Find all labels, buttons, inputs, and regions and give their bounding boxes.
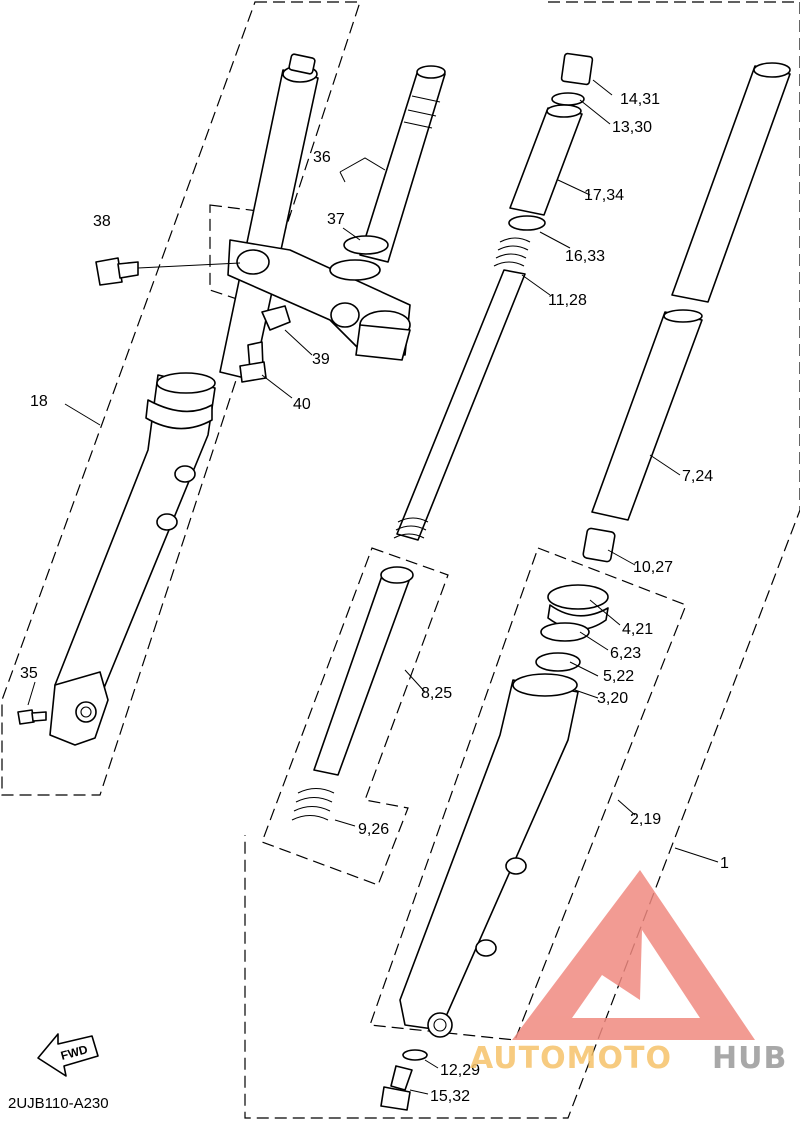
- fwd-label: FWD: [59, 1042, 89, 1063]
- automotohub-watermark: AUTOMOTO HUB: [470, 870, 787, 1076]
- callout-16-33: 16,33: [565, 248, 605, 265]
- callout-39: 39: [312, 351, 330, 368]
- callout-7-24: 7,24: [682, 468, 713, 485]
- left-inner-tube: [219, 69, 319, 381]
- callout-15-32: 15,32: [430, 1088, 470, 1105]
- damper-rod: [313, 572, 411, 776]
- right-fork-tubes: [380, 62, 791, 1111]
- clip: [540, 622, 590, 642]
- callout-14-31: 14,31: [620, 91, 660, 108]
- spacer-tube: [509, 107, 583, 216]
- upper-bracket-boundary: [209, 204, 291, 301]
- callout-9-26: 9,26: [358, 821, 389, 838]
- callout-3-20: 3,20: [597, 690, 628, 707]
- steering-stem-shaft: [359, 69, 446, 263]
- right-fork-boundary: [244, 1, 800, 1119]
- diagram-code: 2UJB110-A230: [8, 1095, 109, 1112]
- slide-bushing: [582, 527, 616, 563]
- callout-38: 38: [93, 213, 111, 230]
- watermark-triangle-logo: [512, 870, 755, 1040]
- callout-18: 18: [30, 393, 48, 410]
- callout-5-22: 5,22: [603, 668, 634, 685]
- left-fork-assembly: [17, 53, 319, 746]
- callout-6-23: 6,23: [610, 645, 641, 662]
- forward-arrow: FWD: [37, 1033, 99, 1077]
- callout-4-21: 4,21: [622, 621, 653, 638]
- callout-36: 36: [313, 149, 331, 166]
- callout-17-34: 17,34: [584, 187, 624, 204]
- damper-rod-boundary: [261, 547, 449, 886]
- gasket: [402, 1049, 428, 1061]
- oil-seal: [535, 652, 581, 672]
- watermark-brand-left: AUTOMOTO: [470, 1041, 672, 1076]
- steering-stem-assembly: [95, 65, 446, 383]
- callout-10-27: 10,27: [633, 559, 673, 576]
- dust-seal: [547, 584, 609, 610]
- watermark-brand-right: HUB: [712, 1041, 787, 1076]
- callout-labels: 14,31 13,30 36 37 17,34 38 16,33 11,28 3…: [20, 91, 729, 1105]
- outer-tube-group-boundary: [369, 547, 687, 1041]
- callout-37: 37: [327, 211, 345, 228]
- drain-bolt: [390, 1065, 413, 1091]
- callout-8-25: 8,25: [421, 685, 452, 702]
- callout-1: 1: [720, 855, 729, 872]
- callout-13-30: 13,30: [612, 119, 652, 136]
- o-ring: [551, 92, 585, 106]
- callout-2-19: 2,19: [630, 811, 661, 828]
- right-fork-cap: [560, 52, 594, 86]
- right-outer-tube: [399, 679, 579, 1031]
- right-inner-tube-lower: [591, 311, 703, 521]
- stem-seal-37: [343, 235, 389, 255]
- callout-11-28: 11,28: [548, 292, 587, 309]
- right-fork-internals: [291, 52, 594, 821]
- callout-12-29: 12,29: [440, 1062, 480, 1079]
- right-inner-tube-upper: [671, 65, 791, 303]
- callout-40: 40: [293, 396, 311, 413]
- callout-35: 35: [20, 665, 38, 682]
- leader-lines: [27, 79, 719, 1095]
- fork-spring: [396, 269, 526, 541]
